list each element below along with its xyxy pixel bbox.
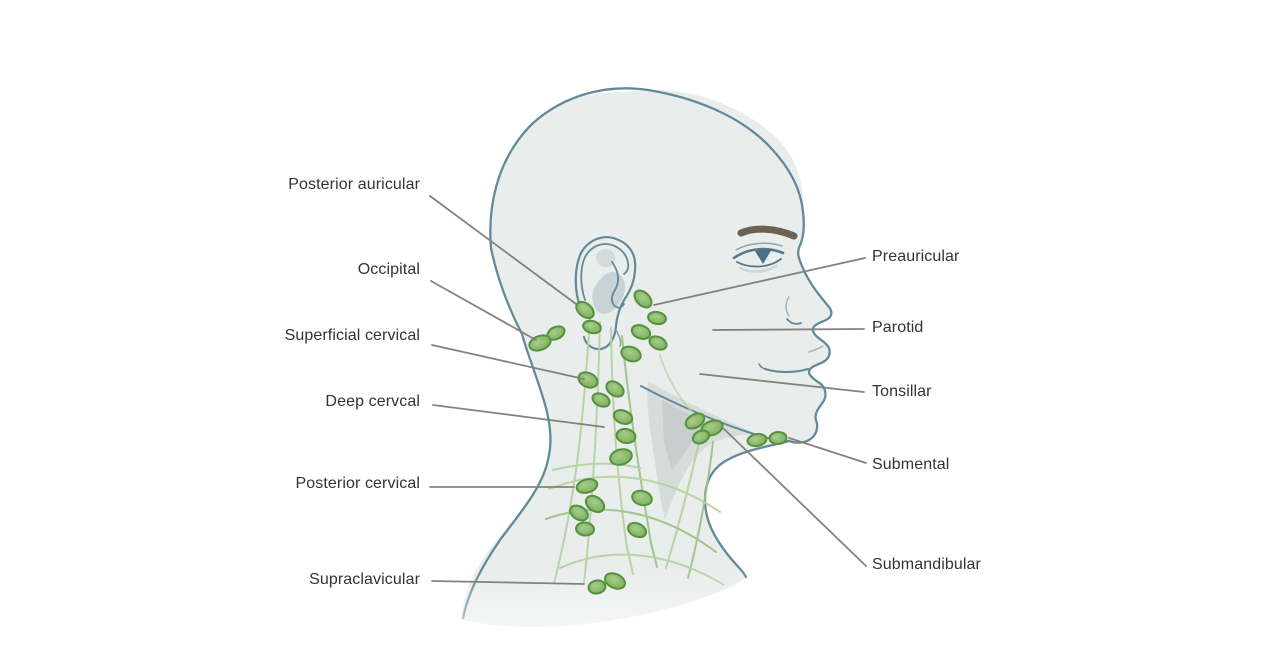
label-deep-cervical: Deep cervcal bbox=[325, 393, 420, 410]
label-submandibular: Submandibular bbox=[872, 556, 981, 573]
node-posterior-cervical bbox=[575, 478, 599, 494]
lymph-vessels bbox=[545, 319, 725, 586]
label-posterior-cervical: Posterior cervical bbox=[295, 475, 420, 492]
ear bbox=[574, 236, 637, 351]
node-parotid bbox=[647, 310, 667, 326]
leader-submental bbox=[788, 437, 867, 464]
label-tonsillar: Tonsillar bbox=[872, 383, 932, 400]
leader-occipital bbox=[430, 280, 537, 341]
leader-supraclavicular bbox=[431, 580, 585, 585]
lymph-nodes bbox=[528, 289, 788, 595]
eyebrow bbox=[737, 225, 798, 240]
label-preauricular: Preauricular bbox=[872, 248, 960, 265]
label-submental: Submental bbox=[872, 456, 950, 473]
node-deep-cervical bbox=[612, 409, 634, 425]
leader-superficial-cervical bbox=[431, 344, 585, 380]
node-submental bbox=[768, 430, 788, 446]
leader-deep-cervical bbox=[432, 404, 605, 428]
label-posterior-auricular: Posterior auricular bbox=[288, 176, 420, 193]
node-superficial-cervical bbox=[577, 371, 599, 389]
node-preauricular bbox=[633, 289, 653, 309]
node-posterior-auricular bbox=[575, 300, 595, 320]
label-parotid: Parotid bbox=[872, 319, 924, 336]
leader-preauricular bbox=[653, 257, 866, 306]
leader-tonsillar bbox=[699, 373, 865, 393]
label-occipital: Occipital bbox=[357, 261, 420, 278]
node-submandibular bbox=[684, 412, 706, 430]
body-silhouette bbox=[462, 89, 832, 628]
label-superficial-cervical: Superficial cervical bbox=[284, 327, 420, 344]
node-supraclavicular bbox=[587, 579, 607, 595]
leader-posterior-auricular bbox=[429, 195, 577, 305]
leader-submandibular bbox=[723, 428, 867, 567]
eye bbox=[732, 242, 785, 273]
label-supraclavicular: Supraclavicular bbox=[309, 571, 420, 588]
leader-parotid bbox=[712, 328, 865, 331]
leader-lines bbox=[429, 195, 867, 585]
